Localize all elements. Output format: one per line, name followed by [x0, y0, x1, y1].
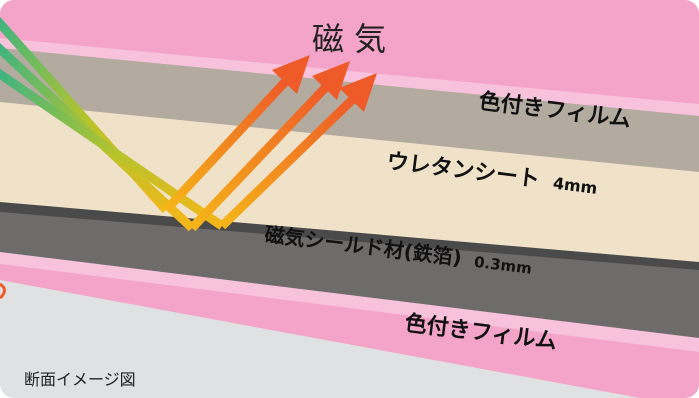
cross-section-caption: 断面イメージ図 — [24, 370, 136, 389]
magnetism-title: 磁 気 — [312, 20, 386, 58]
shield-layer-top-face — [0, 206, 699, 338]
top-film-front-edge — [0, 38, 699, 116]
bottom-film-top-face — [0, 262, 699, 398]
incoming-field-arrows — [0, 16, 225, 232]
urethane-front-face — [0, 100, 699, 262]
reflected-arrow-2 — [188, 61, 350, 232]
reflected-field-arrows — [162, 55, 377, 232]
reflected-arrow-3 — [218, 73, 377, 230]
top-film-top-face — [0, 0, 699, 108]
urethane-top-face — [0, 46, 699, 172]
left-edge-accent — [0, 282, 6, 300]
bottom-film-front-edge — [0, 252, 699, 352]
reflected-arrow-1 — [162, 55, 310, 214]
incoming-line-3 — [0, 68, 225, 230]
